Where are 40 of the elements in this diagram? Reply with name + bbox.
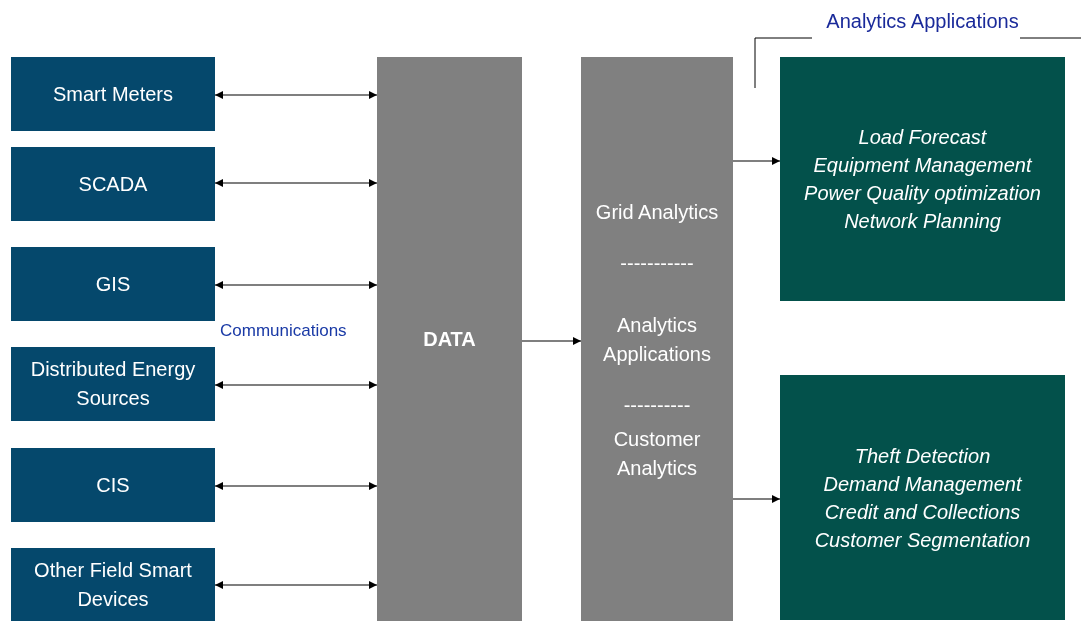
- application-box: [780, 375, 1065, 620]
- application-item: Equipment Management: [813, 153, 1032, 178]
- application-item: Credit and Collections: [824, 499, 1021, 525]
- source-box: [11, 347, 215, 421]
- data-label: DATA: [422, 327, 477, 352]
- source-box: [11, 448, 215, 522]
- source-label: Smart Meters: [53, 81, 173, 107]
- application-item: Load Forecast: [858, 125, 987, 150]
- source-label: Distributed Energy Sources: [29, 357, 197, 411]
- source-label: GIS: [95, 271, 131, 297]
- source-box: [11, 57, 215, 131]
- arrow: [214, 179, 378, 187]
- source-box: [11, 147, 215, 221]
- arrow: [214, 482, 378, 490]
- source-box: [11, 548, 215, 621]
- data-column: [581, 57, 733, 621]
- arrow: [732, 495, 781, 503]
- source-label: CIS: [96, 472, 130, 498]
- dashed-separator: ----------: [622, 393, 692, 418]
- arrow: [521, 337, 582, 345]
- application-item: Theft Detection: [854, 443, 991, 469]
- arrow: [214, 91, 378, 99]
- analytics-label: Customer Analytics: [612, 427, 702, 481]
- arrow: [214, 581, 378, 589]
- analytics-label: Grid Analytics: [594, 200, 720, 225]
- application-item: Demand Management: [823, 471, 1022, 497]
- application-item: Network Planning: [844, 209, 1001, 234]
- dashed-separator: -----------: [619, 251, 695, 276]
- data-column: [377, 57, 522, 621]
- application-item: Customer Segmentation: [814, 527, 1031, 553]
- application-item: Power Quality optimization: [804, 181, 1041, 206]
- section-heading: Analytics Applications: [825, 9, 1020, 33]
- source-box: [11, 247, 215, 321]
- analytics-label: Analytics Applications: [602, 313, 712, 367]
- arrow: [732, 157, 781, 165]
- source-label: SCADA: [78, 171, 148, 197]
- communications-label: Communications: [220, 321, 347, 341]
- arrow: [214, 381, 378, 389]
- arrow: [214, 281, 378, 289]
- source-label: Other Field Smart Devices: [33, 557, 193, 612]
